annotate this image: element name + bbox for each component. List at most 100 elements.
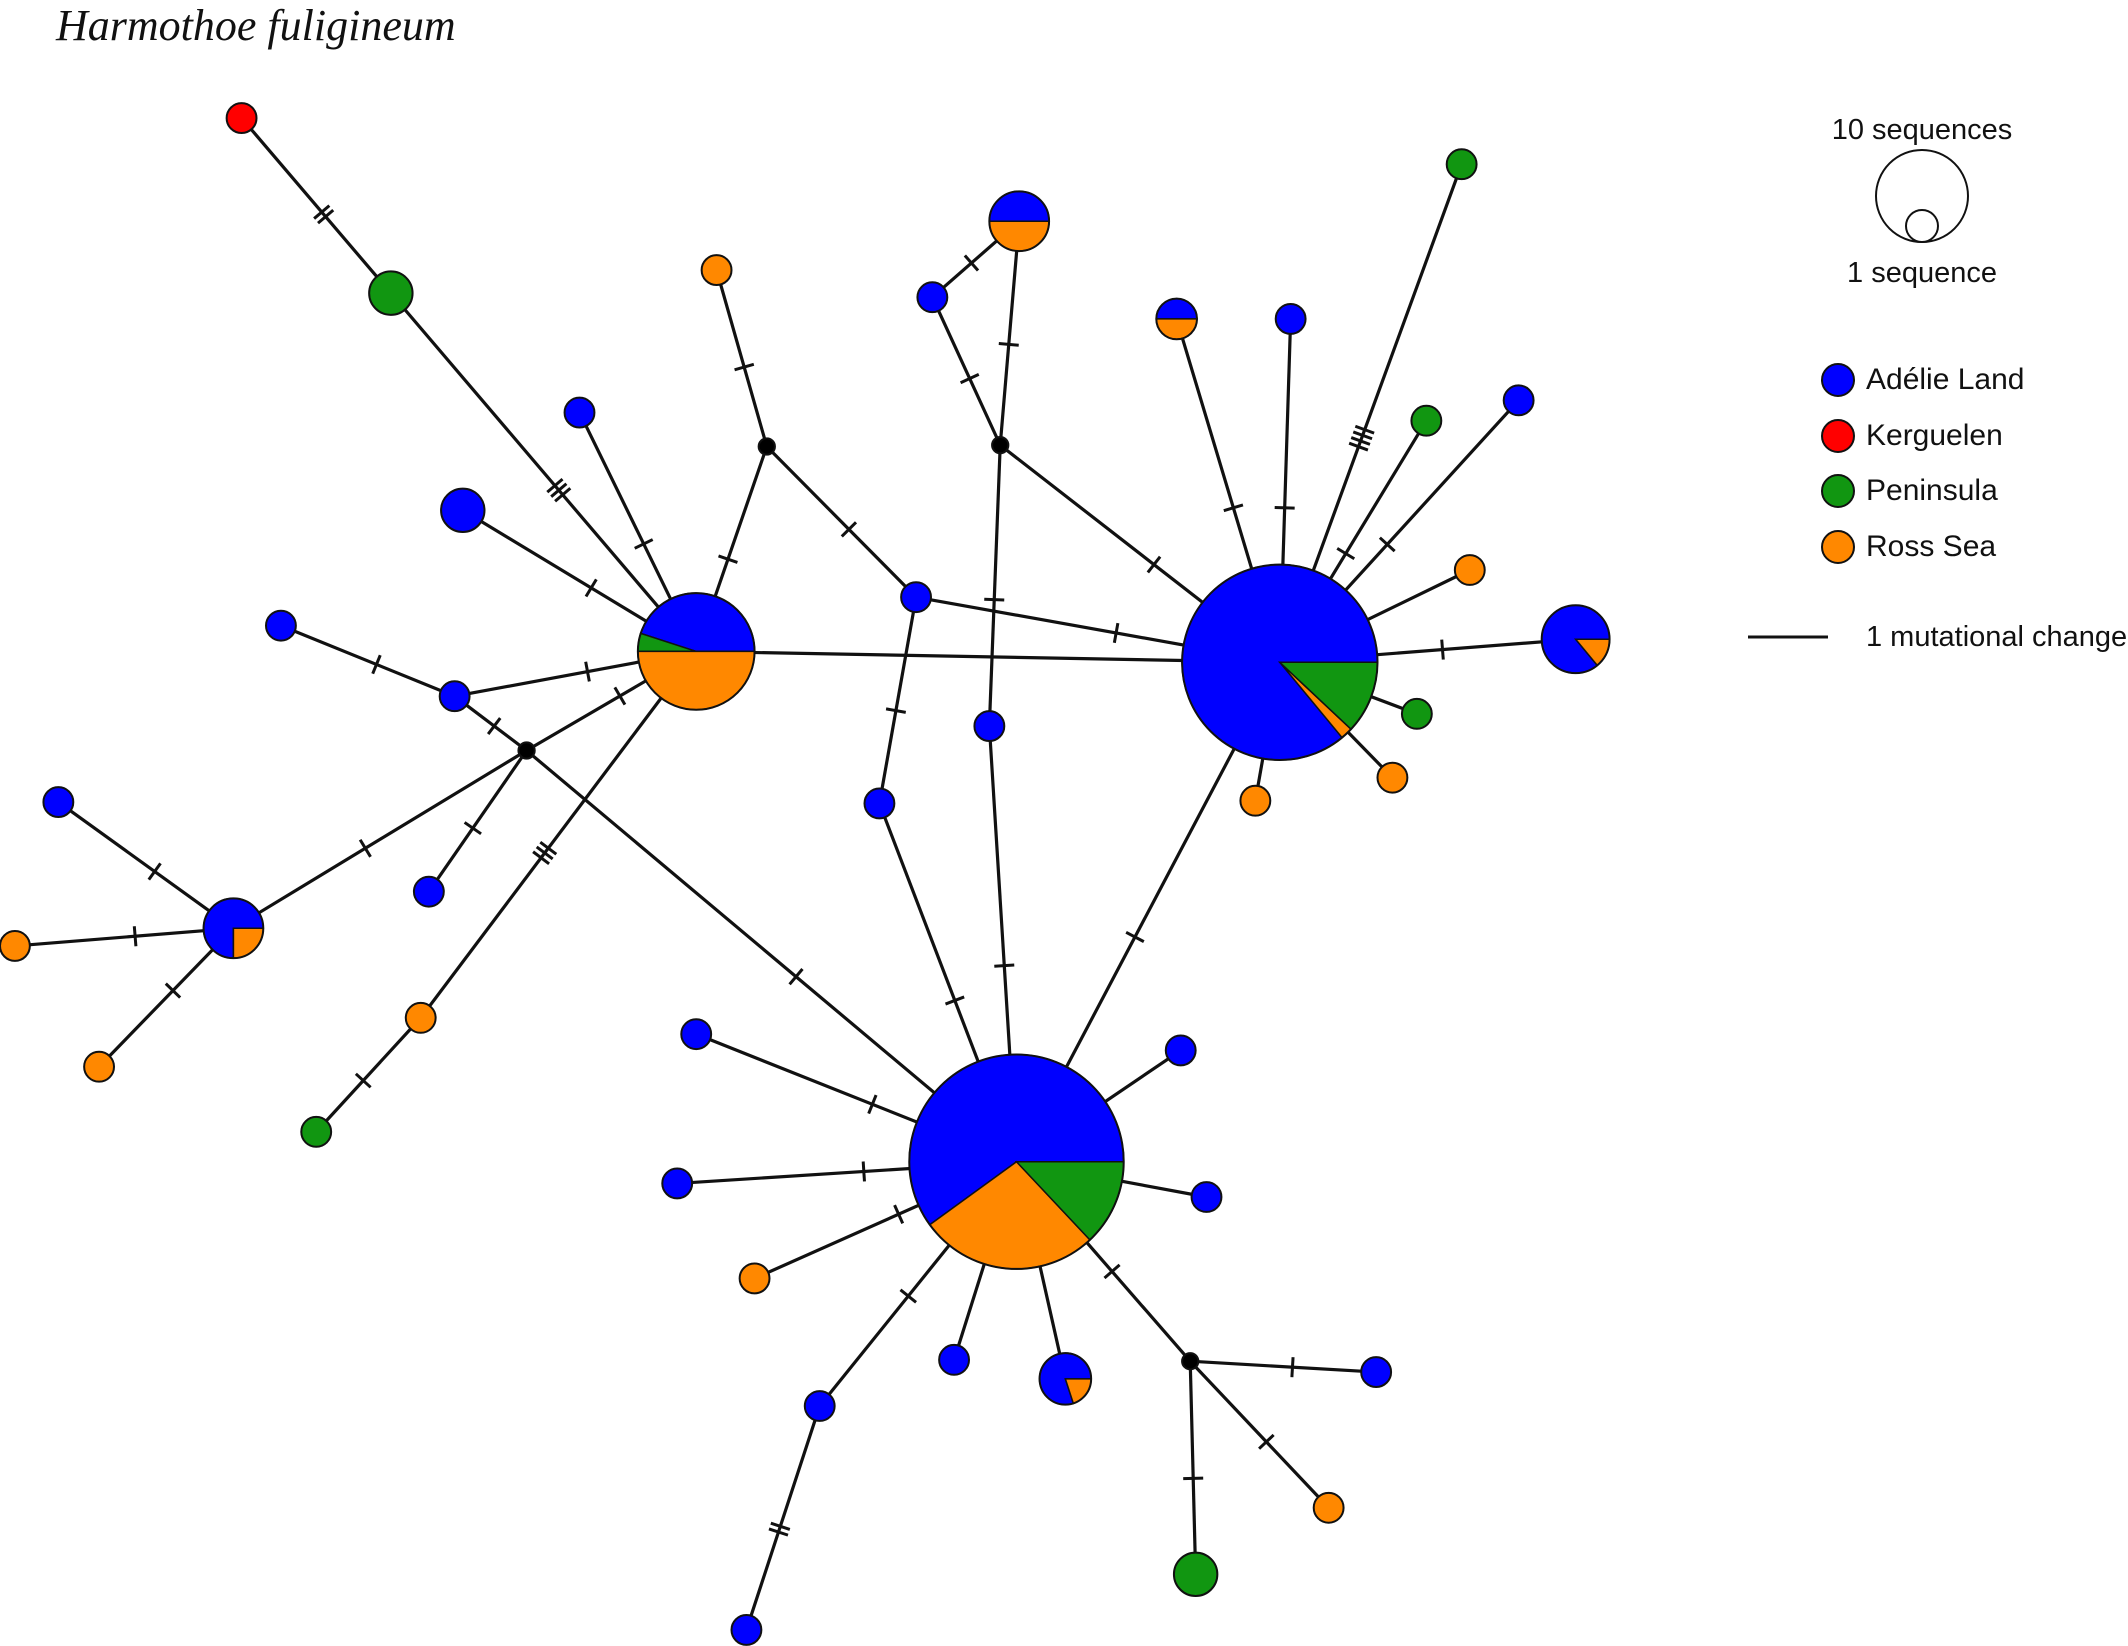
node-outline [1038,1352,1093,1406]
node-circle [1181,1352,1200,1371]
mutation-tick [944,995,965,1006]
mutation-tick [1223,503,1244,513]
mutation-tick [1103,1263,1121,1280]
node-outline [908,1053,1125,1270]
mutation-tick [1112,622,1120,644]
mutation-tick [718,554,738,564]
haplotype-node [680,1018,713,1051]
mutation-tick [546,478,564,494]
node-circle [225,102,258,134]
node-circle [265,609,297,642]
haplotype-node [1038,1352,1093,1406]
node-circle [1360,1356,1393,1388]
haplotype-node [0,930,31,962]
node-circle [738,1262,771,1295]
mutation-tick [613,686,627,706]
mutation-tick [1348,441,1369,452]
network-edge [240,117,393,295]
haplotype-node [1410,404,1443,437]
pie-slice [637,650,756,711]
haplotype-node [900,581,932,614]
haplotype-node [42,786,75,818]
mutation-tick [463,821,482,836]
node-outline [1155,297,1198,341]
node-circle [0,930,31,962]
mutation-tick [535,845,554,861]
mutation-tick [899,1288,917,1304]
mutation-tick [768,1527,789,1537]
network-edge [14,926,234,948]
haplotype-node [938,1343,970,1376]
network-edge [389,292,698,653]
legend-label-kerguelen: Kerguelen [1866,419,2003,452]
node-outline [1540,604,1611,675]
node-circle [412,875,445,908]
haplotype-node [1400,697,1433,730]
haplotype-node [1502,384,1535,417]
mutation-tick [486,717,502,735]
node-circle [300,1115,333,1148]
mutation-tick [840,521,858,538]
mutation-tick [1290,1357,1295,1378]
haplotype-node [1239,784,1272,817]
network-edge [1188,1361,1198,1575]
haplotype-node [1445,148,1478,181]
mutation-tick [1440,639,1445,660]
network-edge [998,221,1021,446]
node-circle [517,741,536,760]
network-edge [765,445,918,599]
legend-swatch-adelie-land [1821,363,1855,397]
network-edge [419,650,698,1019]
mutation-tick [1350,436,1371,446]
node-circle [563,396,596,429]
haplotype-node [1155,297,1198,341]
mutation-tick [634,538,654,550]
mutation-tick [317,209,335,225]
node-circle [730,1614,763,1646]
mutation-tick [132,926,138,947]
node-circle [1312,1491,1345,1524]
mutation-tick [1378,536,1396,553]
haplotype-node [1190,1181,1223,1213]
node-circle [440,487,486,533]
haplotype-node [973,710,1006,742]
legend-label-ross-sea: Ross Sea [1866,530,1996,563]
mutation-tick [1125,930,1145,943]
legend-size-large-label: 10 sequences [1832,114,2013,146]
network-edge [427,749,528,893]
median-vector-node [1181,1352,1200,1371]
network-edge [315,1016,422,1133]
mutation-tick [959,373,980,385]
pie-slice [988,190,1050,222]
mutation-tick [885,707,907,714]
network-edge [1190,1359,1377,1374]
mutation-tick [994,963,1015,968]
mutation-tick [371,654,382,675]
node-circle [404,1001,437,1034]
node-circle [916,281,949,314]
haplotype-node [1312,1491,1345,1524]
node-circle [1410,404,1443,437]
pie-slice [988,220,1050,252]
node-outline [1181,563,1379,761]
legend-size-small-label: 1 sequence [1847,257,1997,289]
mutation-tick [554,487,572,503]
haplotype-node [265,609,297,642]
legend-swatch-ross-sea [1821,530,1855,564]
network-edge [744,1405,822,1631]
haplotype-node [661,1167,694,1200]
mutation-tick [1146,555,1162,574]
haplotype-node [202,897,265,960]
figure-title: Harmothoe fuligineum [56,1,456,50]
node-outline [202,897,265,960]
mutation-ticks [132,204,1445,1537]
median-vector-node [991,436,1010,455]
haplotype-node [700,254,733,287]
node-circle [1502,384,1535,417]
haplotype-node [1172,1551,1219,1598]
legend: 10 sequences 1 sequence Adélie Land Kerg… [1748,114,2127,653]
mutation-tick [893,1204,905,1224]
node-circle [900,581,932,614]
node-circle [1274,303,1307,335]
node-outline [988,190,1051,253]
